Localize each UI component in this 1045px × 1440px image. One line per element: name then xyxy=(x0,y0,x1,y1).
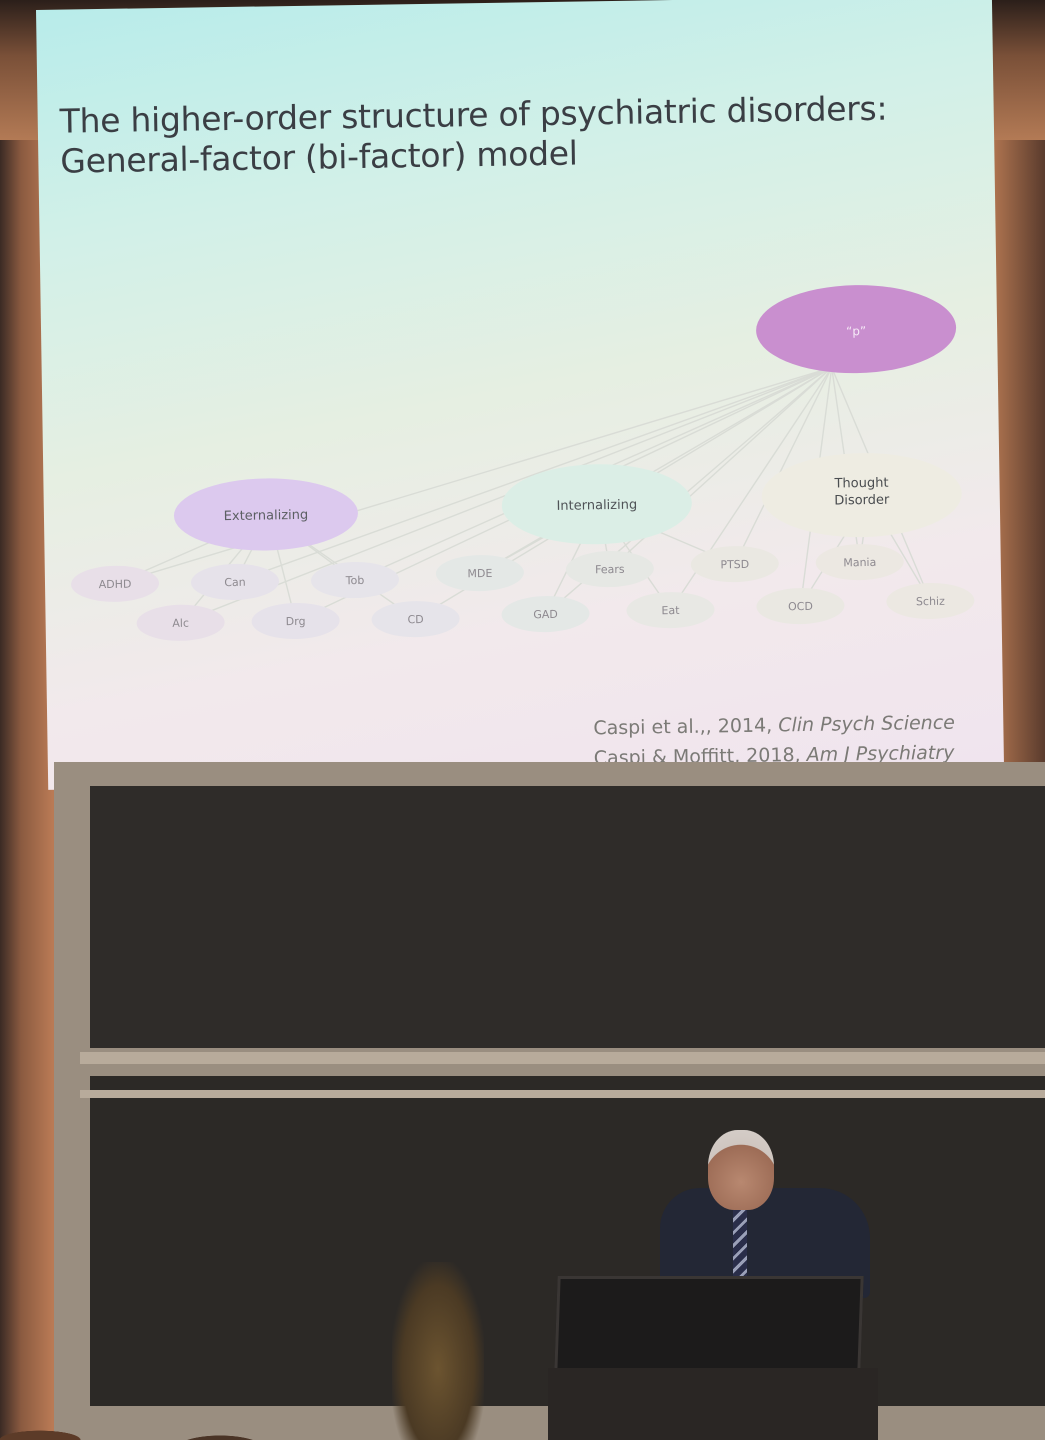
p-factor-node xyxy=(756,285,957,374)
projected-slide: The higher-order structure of psychiatri… xyxy=(36,0,1005,790)
disorder-node-cd xyxy=(371,601,460,638)
disorder-node-alc xyxy=(136,604,225,641)
internalizing-node xyxy=(501,464,692,545)
lectern xyxy=(548,1368,878,1440)
disorder-node-ocd xyxy=(756,588,845,625)
disorder-node-ptsd xyxy=(690,546,779,583)
disorder-label-ocd: OCD xyxy=(788,600,813,613)
disorder-label-alc: Alc xyxy=(172,617,189,630)
disorder-node-schiz xyxy=(886,583,975,620)
plant-decoration xyxy=(392,1262,484,1440)
disorder-label-tob: Tob xyxy=(345,574,365,587)
disorder-label-ptsd: PTSD xyxy=(720,558,749,571)
audience-heads xyxy=(0,1380,300,1440)
lectern-monitor xyxy=(554,1276,864,1372)
disorder-node-eat xyxy=(626,592,715,629)
speaker-tie xyxy=(733,1210,747,1290)
disorder-label-schiz: Schiz xyxy=(916,595,945,608)
disorder-label-gad: GAD xyxy=(533,608,558,621)
internalizing-label: Internalizing xyxy=(556,498,637,514)
disorder-label-adhd: ADHD xyxy=(99,578,132,592)
disorder-label-mania: Mania xyxy=(843,556,876,570)
thought-disorder-node xyxy=(761,453,962,538)
p-factor-label: “p” xyxy=(846,324,866,338)
disorder-label-mde: MDE xyxy=(467,567,492,580)
bifactor-diagram: “p” Externalizing Internalizing Thought … xyxy=(71,285,975,641)
thought-disorder-label-line-1: Thought xyxy=(833,476,888,492)
disorder-node-fears xyxy=(565,551,654,588)
disorder-label-can: Can xyxy=(224,576,246,589)
thought-disorder-label-line-2: Disorder xyxy=(834,493,890,509)
blackboard-rail-lower xyxy=(80,1090,1045,1098)
disorder-node-tob xyxy=(310,562,399,599)
disorder-label-eat: Eat xyxy=(661,604,680,617)
disorder-node-can xyxy=(191,563,280,600)
speaker-head xyxy=(708,1130,774,1210)
disorder-label-drg: Drg xyxy=(286,615,306,628)
disorder-node-adhd xyxy=(71,565,160,602)
citation-1-journal: Clin Psych Science xyxy=(778,711,956,737)
externalizing-label: Externalizing xyxy=(224,508,309,524)
disorder-label-fears: Fears xyxy=(595,563,625,576)
blackboard-rail xyxy=(80,1052,1045,1064)
disorder-node-drg xyxy=(251,602,340,640)
citation-1-authors: Caspi et al.,, 2014, xyxy=(593,714,773,740)
disorder-label-cd: CD xyxy=(407,613,423,626)
disorder-node-mde xyxy=(435,555,524,592)
disorder-node-gad xyxy=(501,596,590,633)
blackboard-upper xyxy=(90,786,1045,1048)
externalizing-node xyxy=(173,478,358,551)
disorder-node-mania xyxy=(815,544,904,581)
